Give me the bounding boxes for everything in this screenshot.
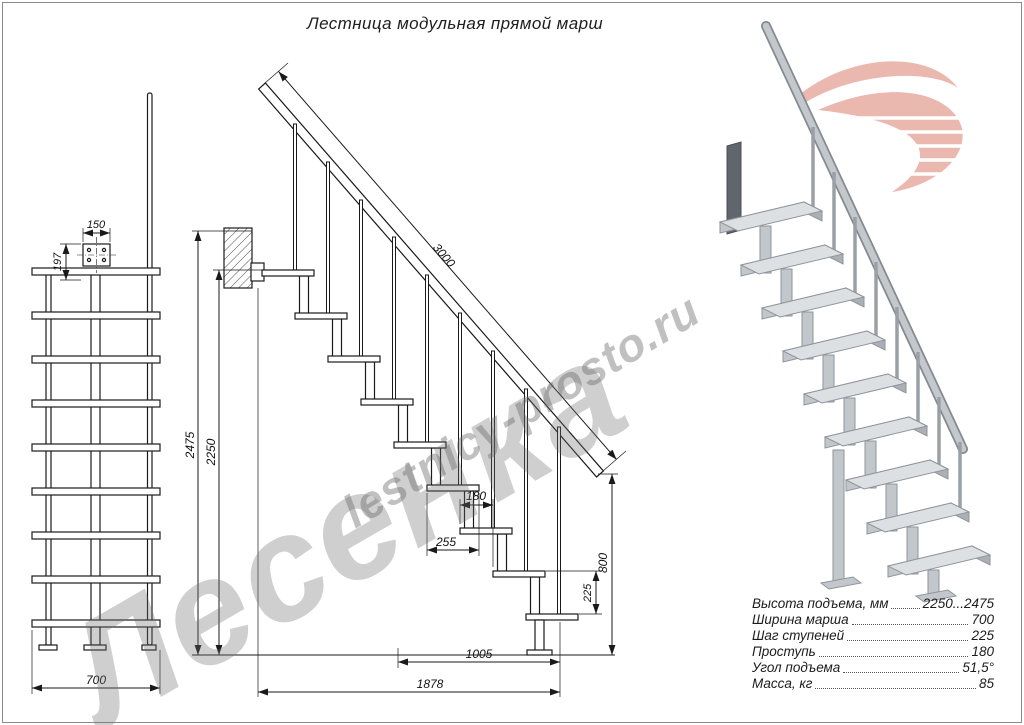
dim-plate-width-label: 150: [87, 219, 106, 231]
dim-height-total-label: 2475: [183, 431, 197, 459]
side-view: 3000 2475 2250 180 255 800 225 1005 1878: [183, 62, 627, 697]
spec-leader: [851, 624, 969, 625]
dim-height-floor-label: 2250: [204, 438, 218, 466]
front-steps: [31, 267, 161, 628]
spec-label: Высота подъема, мм: [752, 596, 889, 611]
spec-row: Угол подъема 51,5°: [752, 660, 994, 676]
dim-plate-offset-label: 197: [52, 252, 64, 271]
iso-balusters: [811, 127, 962, 509]
spec-leader: [847, 640, 969, 641]
side-treads: [261, 269, 579, 621]
spec-leader: [891, 608, 920, 609]
spec-row: Проступь 180: [752, 644, 994, 660]
spec-value: 700: [971, 612, 994, 627]
spec-value: 51,5°: [962, 660, 994, 675]
front-extension-lines: [31, 228, 161, 694]
front-left-post: [45, 269, 52, 646]
spec-row: Масса, кг 85: [752, 676, 994, 692]
front-mount-plate: [77, 237, 116, 273]
spec-label: Шаг ступеней: [752, 628, 845, 643]
spec-value: 2250...2475: [922, 596, 994, 611]
spec-leader: [843, 672, 960, 673]
spec-value: 85: [978, 676, 994, 691]
side-support-post: [534, 619, 545, 654]
spec-leader: [815, 688, 976, 689]
iso-3d-view: [718, 21, 992, 603]
dim-step-rise-label: 225: [582, 583, 594, 603]
spec-leader: [818, 656, 969, 657]
front-dimension-lines: [32, 229, 160, 692]
iso-spine-modules: [759, 225, 940, 599]
spec-label: Ширина марша: [752, 612, 849, 627]
spec-label: Проступь: [752, 644, 816, 659]
front-center-spine: [90, 269, 101, 646]
spec-row: Высота подъема, мм 2250...2475: [752, 596, 994, 612]
dim-rail-length-label: 3000: [430, 241, 458, 271]
spec-table: Высота подъема, мм 2250...2475 Ширина ма…: [752, 596, 994, 692]
front-foot: [141, 644, 157, 651]
front-handrail: [146, 92, 153, 646]
dim-tread-depth-label: 180: [466, 489, 486, 503]
side-handrail: [257, 82, 605, 478]
wall-slab-section: [223, 227, 253, 289]
front-foot: [83, 644, 107, 651]
spec-value: 225: [971, 628, 994, 643]
dim-width-label: 700: [86, 673, 106, 687]
spec-row: Ширина марша 700: [752, 612, 994, 628]
dim-module-length-label: 255: [435, 535, 456, 549]
spec-value: 180: [971, 644, 994, 659]
spec-label: Угол подъема: [752, 660, 841, 675]
front-foot: [38, 644, 58, 651]
brand-logo-swoosh: [795, 61, 964, 192]
front-view: 150 197 700: [31, 92, 161, 694]
drawing-title: Лестница модульная прямой марш: [307, 14, 603, 33]
side-dimension-lines: [194, 71, 617, 696]
iso-floor-posts: [819, 449, 958, 603]
spec-label: Масса, кг: [752, 676, 813, 691]
side-extension-lines: [192, 62, 627, 697]
iso-handrail: [762, 22, 967, 453]
dim-total-run-label: 1878: [417, 677, 444, 691]
dim-base-run-label: 1005: [466, 647, 493, 661]
iso-treads: [718, 201, 992, 578]
dim-rail-end-height-label: 800: [596, 553, 610, 573]
spec-row: Шаг ступеней 225: [752, 628, 994, 644]
side-base-plate: [526, 649, 553, 656]
